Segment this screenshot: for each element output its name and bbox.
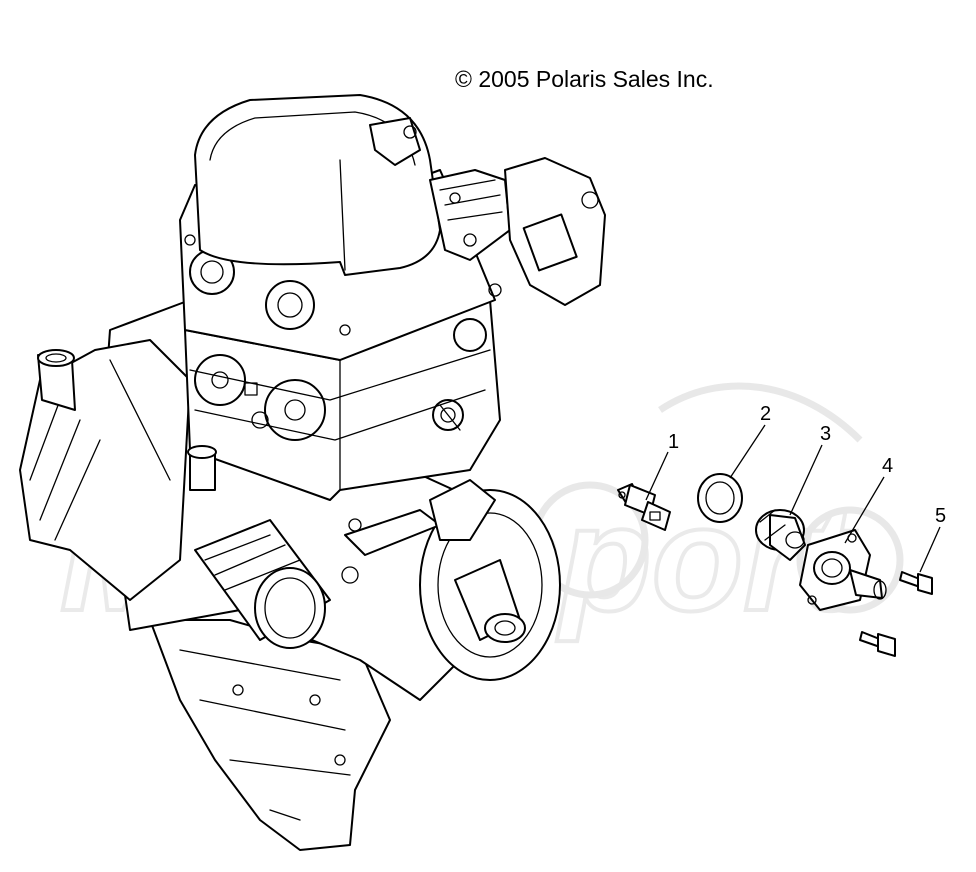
callout-2: 2 [760, 403, 771, 425]
part-5-bolt [899, 571, 933, 595]
callout-5: 5 [935, 505, 946, 527]
engine-assembly [19, 94, 606, 851]
part-1-temp-sensor [617, 483, 671, 531]
copyright-notice: © 2005 Polaris Sales Inc. [455, 66, 714, 92]
watermark-bike-icon [658, 382, 863, 443]
callout-leader-5 [919, 526, 941, 573]
part-4-thermostat-housing [799, 529, 887, 611]
exploded-parts [617, 473, 933, 657]
callout-leader-3 [789, 444, 823, 516]
callouts: 1 2 3 4 5 [645, 403, 946, 573]
head-port [194, 354, 246, 406]
part-2-o-ring [697, 473, 743, 523]
callout-4: 4 [882, 455, 893, 477]
throttle-body [504, 157, 606, 306]
head-port [264, 379, 326, 441]
callout-leader-2 [729, 424, 766, 479]
cam-sensor [369, 117, 421, 166]
part-5-bolt [859, 631, 896, 657]
watermark-wheel-icon [796, 506, 904, 614]
callout-1: 1 [668, 431, 679, 453]
callout-3: 3 [820, 423, 831, 445]
callout-leader-4 [844, 476, 885, 544]
callout-leader-1 [645, 451, 669, 501]
part-3-thermostat [755, 509, 806, 561]
